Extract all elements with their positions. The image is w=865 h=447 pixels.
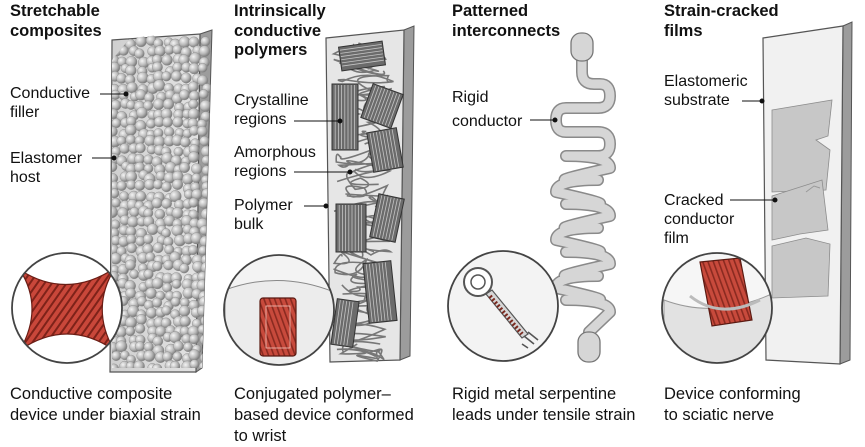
caption-composites: Conductive composite device under biaxia… [10,385,201,424]
inset-wrist-device [223,254,335,366]
label-conductive-filler: Conductive filler [10,85,91,121]
composite-slab [109,29,213,373]
caption-polymers: Conjugated polymer– based device conform… [234,385,414,445]
label-cracked-conductor-film: Cracked conductor film [664,192,735,247]
label-conductor: conductor [452,113,523,130]
label-elastomer-host: Elastomer host [10,150,83,186]
caption-interconnects: Rigid metal serpentine leads under tensi… [452,385,636,424]
label-polymer-bulk: Polymer bulk [234,197,293,233]
serpentine-interconnect [550,32,616,363]
label-elastomeric-substrate: Elastomeric substrate [664,73,748,109]
cracked-film-slab [762,21,853,365]
panel-title-cracked-films: Strain-cracked films [664,2,779,40]
panel-title-interconnects: Patterned interconnects [452,2,561,40]
label-rigid: Rigid [452,89,489,106]
diagram-artwork [11,21,853,373]
inset-sciatic-nerve [661,252,773,364]
caption-cracked-films: Device conforming to sciatic nerve [664,385,801,424]
label-amorphous-regions: Amorphous regions [234,144,316,180]
label-crystalline-regions: Crystalline regions [234,92,309,128]
panel-title-polymers: Intrinsically conductive polymers [234,2,326,59]
panel-title-composites: Stretchable composites [10,2,102,40]
inset-serpentine-strain [447,250,559,362]
leader-lines [92,91,778,209]
polymer-slab [325,25,415,363]
